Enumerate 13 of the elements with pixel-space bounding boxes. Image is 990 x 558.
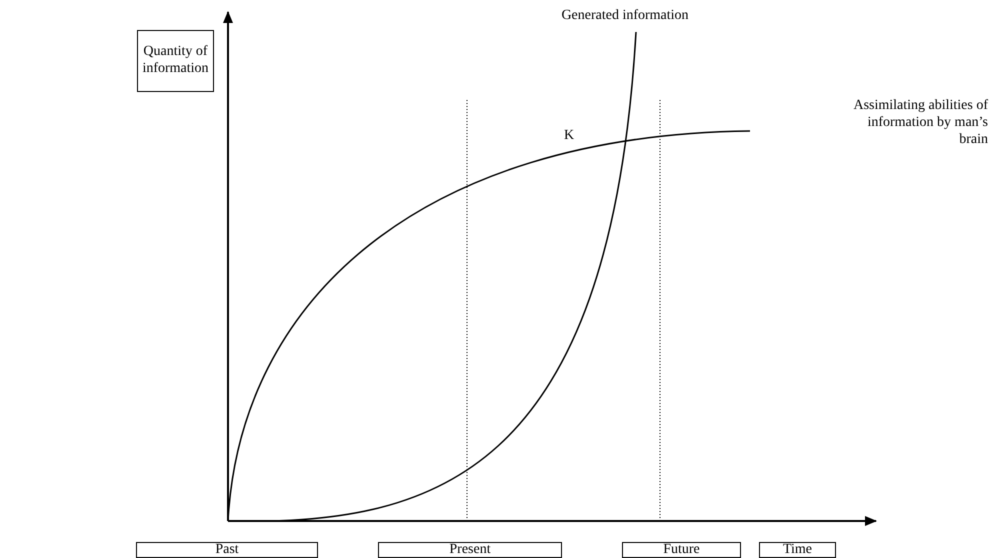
text-box	[137, 30, 214, 92]
text-box	[759, 542, 836, 558]
node-label: Past	[215, 542, 239, 558]
node-label: Present	[449, 542, 491, 558]
text-box	[622, 542, 741, 558]
text-box	[136, 542, 318, 558]
curve-label: Generated information	[560, 8, 690, 25]
intersection-label: K	[564, 128, 576, 145]
text-box	[378, 542, 562, 558]
node-label: Time	[782, 542, 812, 558]
node-label: Future	[663, 542, 700, 558]
curve-label: Assimilating abilities of information by man’s brain	[852, 98, 988, 148]
node-label: Quantity of information	[141, 44, 210, 78]
